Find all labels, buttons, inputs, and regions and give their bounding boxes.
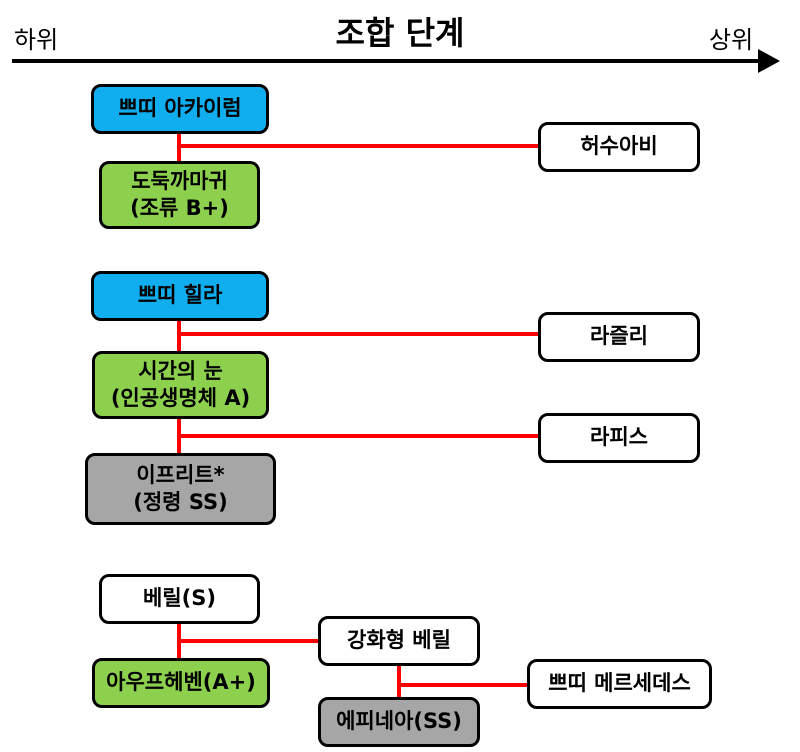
connector-line — [397, 664, 401, 698]
connector-line — [177, 133, 181, 163]
node-petit-arkarium: 쁘띠 아카이럼 — [91, 84, 269, 134]
node-sublabel: (인공생명체 A) — [110, 386, 251, 410]
axis-right-label: 상위 — [709, 26, 754, 54]
diagram-title: 조합 단계 — [335, 14, 465, 52]
node-label: 쁘띠 힐라 — [137, 283, 223, 308]
connector-line — [397, 683, 529, 687]
node-label: 쁘띠 메르세데스 — [548, 671, 691, 696]
node-label: 쁘띠 아카이럼 — [118, 96, 242, 121]
node-enhanced-beryl: 강화형 베릴 — [318, 616, 480, 666]
connector-line — [177, 434, 540, 438]
node-scarecrow: 허수아비 — [538, 122, 700, 172]
node-label: 라즐리 — [590, 324, 648, 349]
node-label: 허수아비 — [580, 134, 658, 159]
node-lapis: 라피스 — [538, 413, 700, 463]
node-beryl: 베릴(S) — [99, 574, 260, 624]
connector-line — [177, 320, 181, 352]
connector-line — [177, 144, 540, 148]
axis-left-label: 하위 — [14, 26, 59, 54]
node-label: 도둑까마귀 — [131, 168, 228, 193]
node-label: 이프리트* — [136, 462, 225, 487]
node-lazuli: 라즐리 — [538, 312, 700, 362]
node-sublabel: (조류 B+) — [130, 196, 229, 220]
node-label: 라피스 — [590, 425, 648, 450]
node-petit-mercedes: 쁘띠 메르세데스 — [527, 659, 712, 709]
node-epinea: 에피네아(SS) — [318, 697, 480, 747]
node-aufheben: 아우프헤벤(A+) — [92, 658, 270, 708]
node-ifrit: 이프리트* (정령 SS) — [85, 453, 276, 525]
connector-line — [177, 332, 540, 336]
node-petit-hilla: 쁘띠 힐라 — [91, 271, 269, 321]
node-sublabel: (정령 SS) — [133, 490, 228, 514]
node-label: 시간의 눈 — [138, 358, 223, 383]
node-label: 강화형 베릴 — [347, 628, 451, 653]
node-eye-of-time: 시간의 눈 (인공생명체 A) — [92, 351, 269, 419]
node-thief-crow: 도둑까마귀 (조류 B+) — [99, 161, 260, 229]
node-label: 베릴(S) — [143, 586, 216, 611]
axis-arrow-line — [12, 59, 770, 63]
axis-arrow-head — [758, 49, 780, 73]
connector-line — [177, 639, 321, 643]
node-label: 아우프헤벤(A+) — [106, 670, 256, 695]
node-label: 에피네아(SS) — [336, 709, 462, 734]
